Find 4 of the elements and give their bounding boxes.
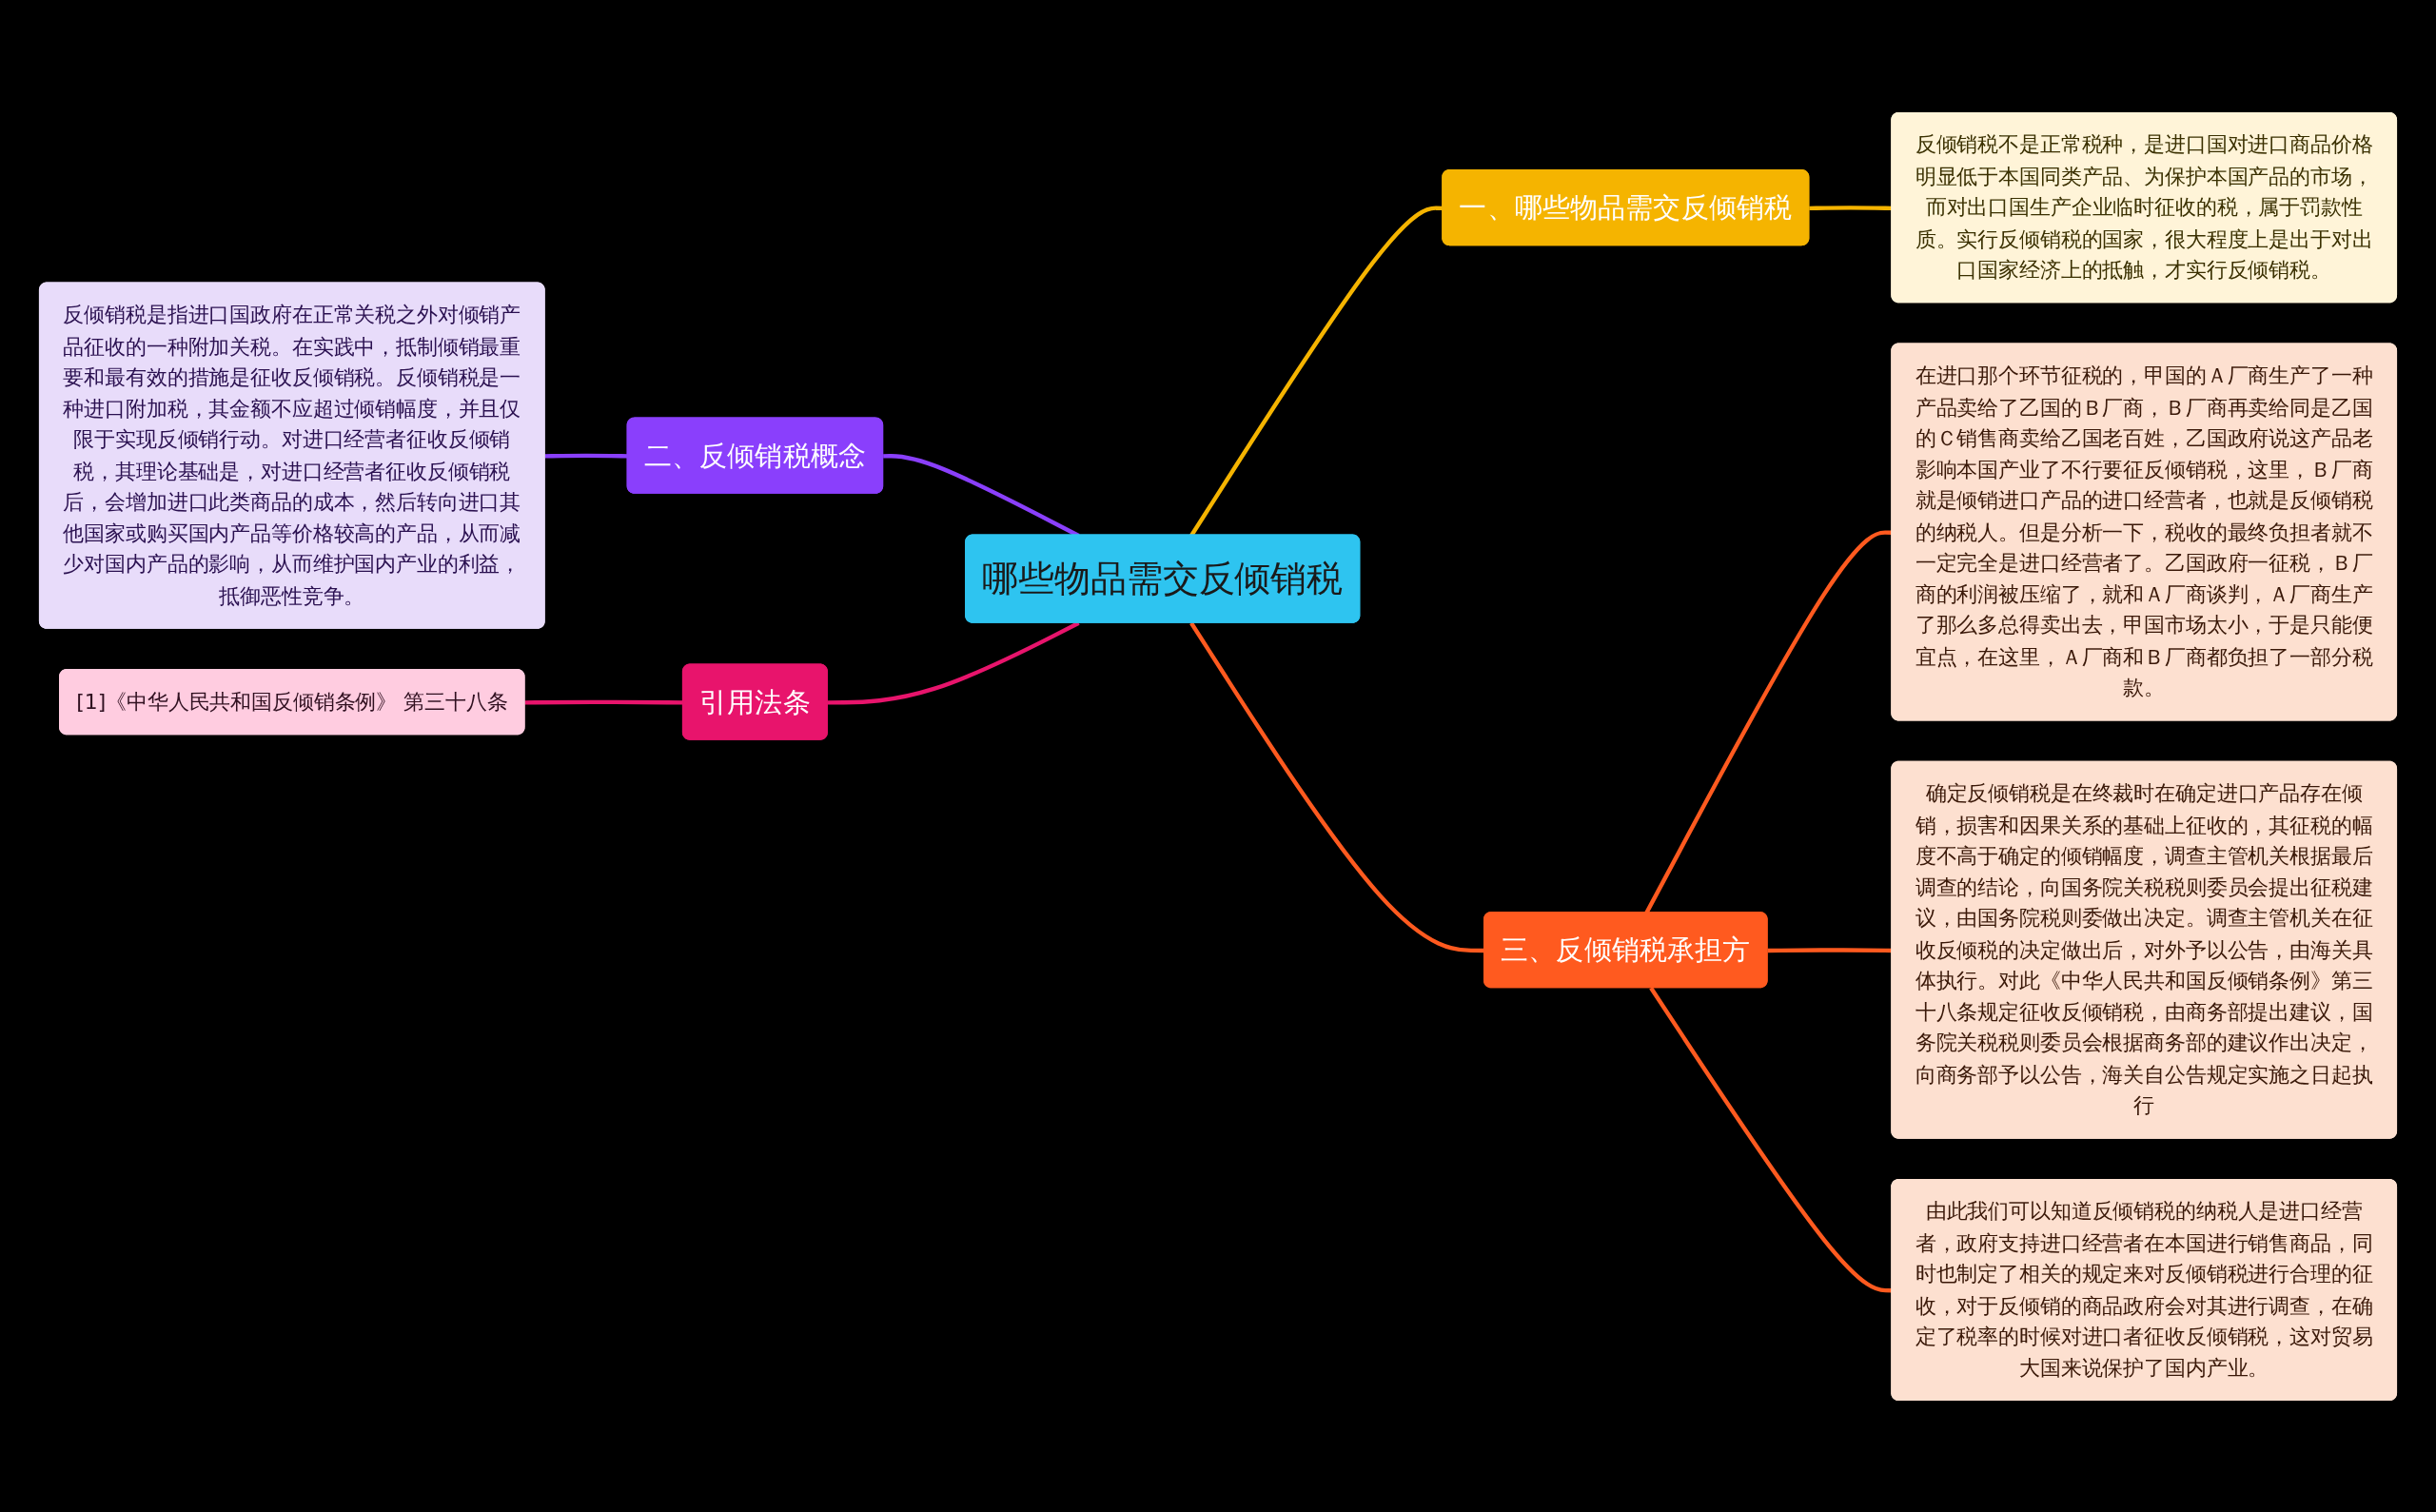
connector: [827, 620, 1080, 705]
connector: [1809, 205, 1893, 210]
connector: [1649, 986, 1893, 1292]
connector: [1767, 947, 1893, 952]
